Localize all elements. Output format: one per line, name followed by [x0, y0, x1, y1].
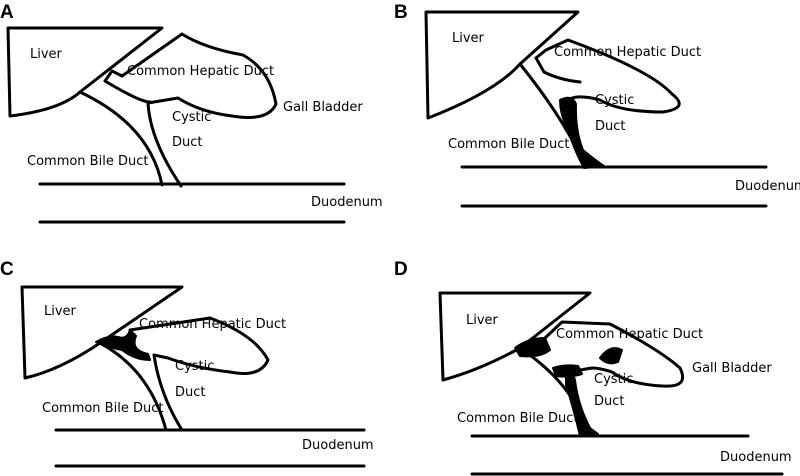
common-bile-duct-outer-wall — [78, 90, 164, 187]
panel-letter: C — [0, 259, 14, 280]
duct-obstruction-blob-upper — [514, 337, 551, 358]
duodenum-label: Duodenum — [735, 179, 800, 194]
duct-label: Duct — [175, 385, 206, 400]
duct-obstruction-blob-lower — [565, 370, 599, 437]
duct-obstruction-blob-cystic — [599, 347, 623, 365]
panel-letter: B — [394, 2, 408, 23]
liver-label: Liver — [44, 304, 77, 319]
common-bile-duct-label: Common Bile Duct — [457, 411, 578, 426]
liver-label: Liver — [466, 313, 499, 328]
common-bile-duct-label: Common Bile Duct — [448, 137, 569, 152]
hepatic-duct-wall — [128, 316, 270, 432]
hepatic-duct-wall — [543, 320, 685, 388]
gall-bladder-label: Gall Bladder — [692, 361, 772, 376]
panel-c: C Liver Common Hepatic Duct Cystic Duct … — [0, 259, 374, 468]
common-hepatic-duct-label: Common Hepatic Duct — [139, 317, 286, 332]
cystic-label: Cystic — [172, 110, 211, 125]
common-bile-duct-outer-wall — [98, 341, 168, 432]
hepatic-duct-upper-wall — [103, 69, 152, 104]
cystic-label: Cystic — [175, 359, 214, 374]
gall-bladder-label: Gall Bladder — [283, 100, 363, 115]
cystic-label: Cystic — [595, 93, 634, 108]
liver-label: Liver — [30, 47, 63, 62]
panel-a: A Liver Common Hepatic Duct Gall Bladder… — [0, 2, 383, 224]
panel-b: B Liver Common Hepatic Duct Cystic Duct … — [394, 2, 800, 208]
duct-label: Duct — [595, 119, 626, 134]
duodenum-label: Duodenum — [302, 438, 374, 453]
duct-obstruction-blob — [95, 329, 151, 361]
cystic-label: Cystic — [594, 372, 633, 387]
hepatic-duct-inner-wall — [120, 32, 278, 188]
common-hepatic-duct-label: Common Hepatic Duct — [554, 45, 701, 60]
hepatic-duct-wall — [534, 38, 681, 114]
duct-label: Duct — [594, 394, 625, 409]
common-bile-duct-label: Common Bile Duct — [42, 401, 163, 416]
panel-letter: D — [394, 259, 408, 280]
common-hepatic-duct-label: Common Hepatic Duct — [127, 64, 274, 79]
duodenum-label: Duodenum — [311, 195, 383, 210]
liver-label: Liver — [452, 31, 485, 46]
duct-obstruction-blob — [559, 96, 605, 169]
panel-d: D Liver Common Hepatic Duct Gall Bladder… — [394, 259, 792, 476]
common-hepatic-duct-label: Common Hepatic Duct — [556, 327, 703, 342]
panel-letter: A — [0, 2, 14, 23]
duodenum-label: Duodenum — [720, 450, 792, 465]
liver-shape — [20, 285, 184, 380]
duct-label: Duct — [172, 135, 203, 150]
liver-shape — [424, 10, 580, 120]
common-bile-duct-label: Common Bile Duct — [27, 154, 148, 169]
hepatic-duct-upper-wall — [534, 56, 582, 84]
